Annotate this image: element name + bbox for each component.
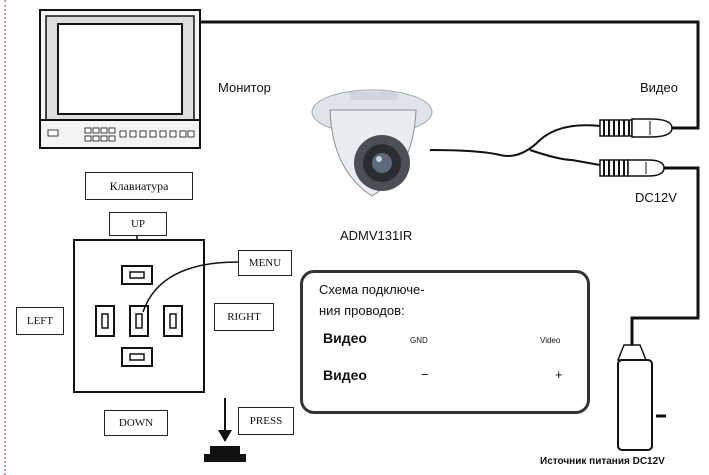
scheme-row2-label: Видео [323,367,367,383]
plus-sign: + [555,367,563,382]
right-label: RIGHT [214,303,274,331]
up-label: UP [109,212,167,236]
menu-label: MENU [238,250,292,276]
left-label: LEFT [16,307,64,335]
dc12v-label: DC12V [635,190,677,205]
press-label: PRESS [238,407,294,435]
scheme-row1-label: Видео [323,330,367,346]
monitor-icon [39,9,201,149]
gnd-label: GND [410,336,428,345]
down-label: DOWN [104,410,168,436]
dome-camera-icon [311,89,433,197]
wiring-scheme-title: Схема подключе- ния проводов: [319,282,425,318]
wiring-scheme-panel: Схема подключе- ния проводов: Видео GND … [300,270,590,414]
press-arrow-icon [204,398,246,462]
camera-model-label: ADMV131IR [340,228,413,243]
power-supply-label: Источник питания DC12V [540,456,665,467]
monitor-label: Монитор [218,80,271,95]
dc-connector-icon [599,159,665,177]
keyboard-label: Клавиатура [85,172,193,200]
video-label: Видео [640,80,678,95]
minus-sign: − [421,367,429,382]
video-signal-label: Video [540,336,561,345]
keyboard-panel [73,239,205,393]
power-supply-icon [616,344,666,451]
page-edge-dotted-line [4,0,6,475]
video-connector-icon [599,118,673,138]
